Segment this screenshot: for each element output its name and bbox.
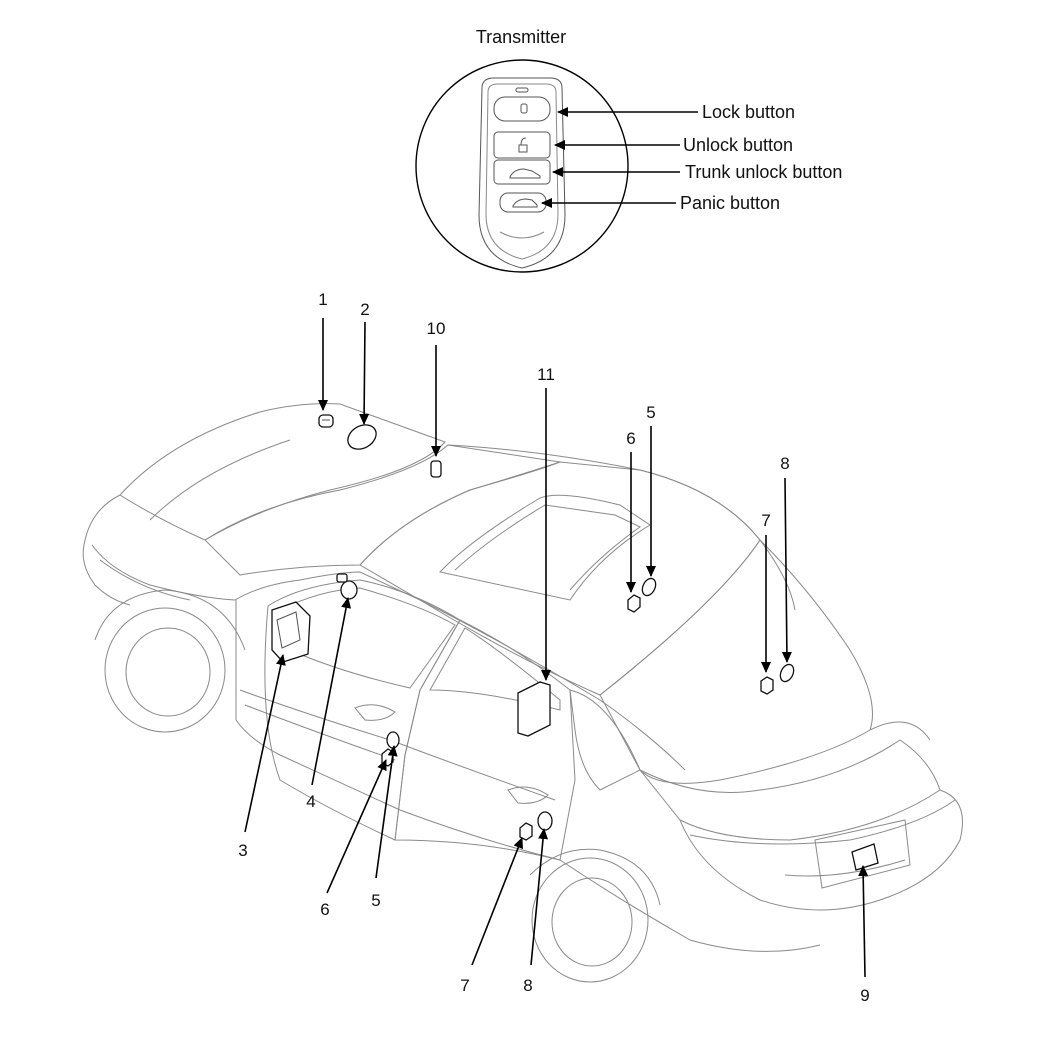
part-6-rear [627, 594, 641, 613]
trunk-lid [639, 739, 941, 841]
front-wheel [104, 607, 226, 733]
part-4 [336, 573, 358, 600]
trunk-icon [509, 168, 541, 179]
callout-leaders [244, 318, 869, 978]
callout-9: 9 [860, 986, 869, 1005]
lock-button-label: Lock button [702, 102, 795, 122]
belt-line [234, 571, 686, 771]
callout-6-rear: 6 [626, 429, 635, 448]
callout-5-front: 5 [371, 891, 380, 910]
part-8-front [537, 811, 553, 831]
panic-button-label: Panic button [680, 193, 780, 213]
callout-2: 2 [360, 300, 369, 319]
callout-7-rear: 7 [761, 511, 770, 530]
part-7-front [519, 822, 533, 841]
part-3 [271, 601, 311, 663]
rear-bumper [679, 789, 963, 911]
callout-numbers: 1 2 10 11 5 6 8 7 3 4 6 5 7 8 9 [238, 290, 869, 1005]
callout-10: 10 [427, 319, 446, 338]
key-fob [478, 77, 566, 269]
callout-4: 4 [306, 792, 315, 811]
part-2 [347, 424, 377, 450]
part-5-rear [641, 577, 657, 597]
part-8-rear [779, 663, 795, 683]
panic-icon [512, 198, 538, 208]
transmitter-inset: Transmitter Lock button Unlock button Tr… [415, 27, 842, 273]
car-hood [119, 403, 446, 541]
lock-button-shape[interactable] [493, 96, 551, 122]
part-11 [517, 681, 551, 737]
transmitter-circle [415, 59, 629, 273]
part-1 [318, 414, 334, 428]
sunroof [439, 494, 651, 601]
unlock-button-shape[interactable] [493, 131, 551, 159]
callout-1: 1 [318, 290, 327, 309]
lock-icon [520, 103, 528, 114]
callout-7-front: 7 [460, 976, 469, 995]
rear-door [394, 619, 576, 861]
windshield [204, 444, 561, 576]
trunk-unlock-button-label: Trunk unlock button [685, 162, 842, 182]
unlock-button-label: Unlock button [683, 135, 793, 155]
rear-window-glass [599, 539, 873, 784]
rear-wheel [531, 857, 649, 983]
rear-window [429, 627, 561, 711]
callout-3: 3 [238, 841, 247, 860]
car-drawing [82, 403, 963, 983]
part-7-rear [760, 676, 774, 695]
callout-11: 11 [537, 365, 555, 384]
trunk-button-shape[interactable] [493, 159, 551, 185]
front-window [279, 587, 456, 689]
callout-5-rear: 5 [646, 403, 655, 422]
callout-8-rear: 8 [780, 454, 789, 473]
rear-door-handle [507, 786, 549, 804]
license-plate [814, 819, 911, 889]
callout-8-front: 8 [523, 976, 532, 995]
part-9 [851, 843, 879, 871]
part-5-front [386, 731, 400, 749]
transmitter-title: Transmitter [476, 27, 566, 47]
car-front [82, 494, 131, 606]
part-10 [430, 460, 442, 478]
front-door-handle [354, 704, 396, 721]
unlock-icon [518, 137, 528, 153]
callout-6-front: 6 [320, 900, 329, 919]
